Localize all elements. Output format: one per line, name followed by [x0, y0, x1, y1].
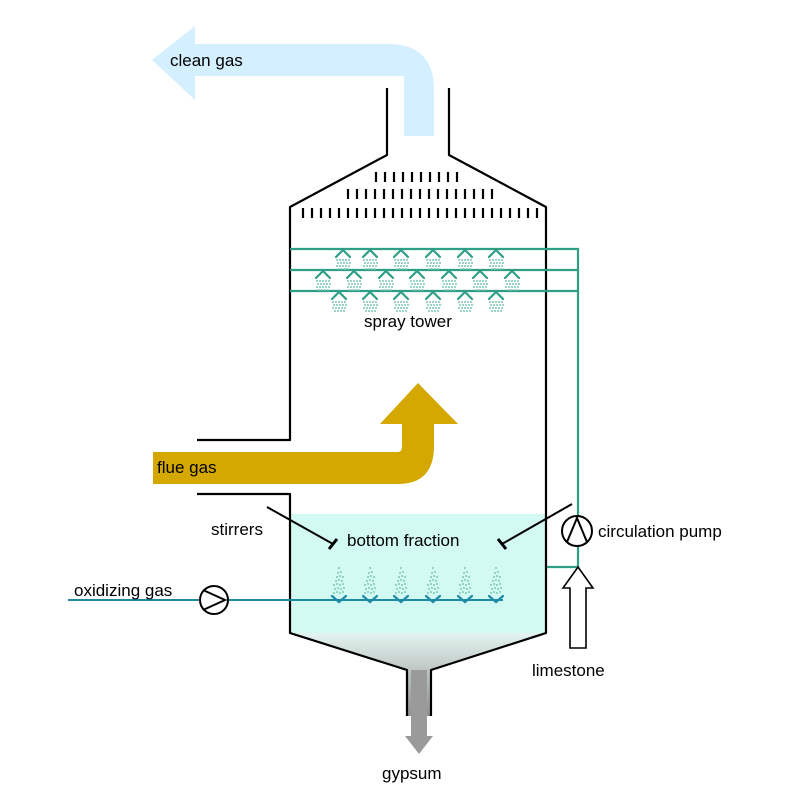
gypsum-outlet-arrow [405, 670, 433, 754]
gypsum-label: gypsum [382, 764, 442, 783]
spray-nozzles [314, 248, 522, 314]
spray-headers [290, 247, 580, 569]
bottom-fraction-label: bottom fraction [347, 531, 459, 550]
mist-eliminator [301, 172, 539, 218]
stirrer-left [266, 506, 339, 550]
limestone-arrow [561, 565, 595, 649]
absorber-vessel [197, 88, 548, 716]
spray-tower-label: spray tower [364, 312, 452, 331]
clean-gas-arrow [152, 26, 434, 136]
flue-gas-label: flue gas [157, 458, 217, 477]
circulation-pump-icon [561, 515, 593, 547]
stirrers-label: stirrers [211, 520, 263, 539]
circulation-pump-label: circulation pump [598, 522, 722, 541]
limestone-label: limestone [532, 661, 605, 680]
oxidizing-gas-label: oxidizing gas [74, 581, 172, 600]
clean-gas-label: clean gas [170, 51, 243, 70]
flue-gas-arrow [153, 383, 458, 484]
stirrer-right [496, 503, 573, 550]
slurry-pool [291, 514, 546, 633]
oxidizing-gas-pump-icon [199, 585, 229, 615]
